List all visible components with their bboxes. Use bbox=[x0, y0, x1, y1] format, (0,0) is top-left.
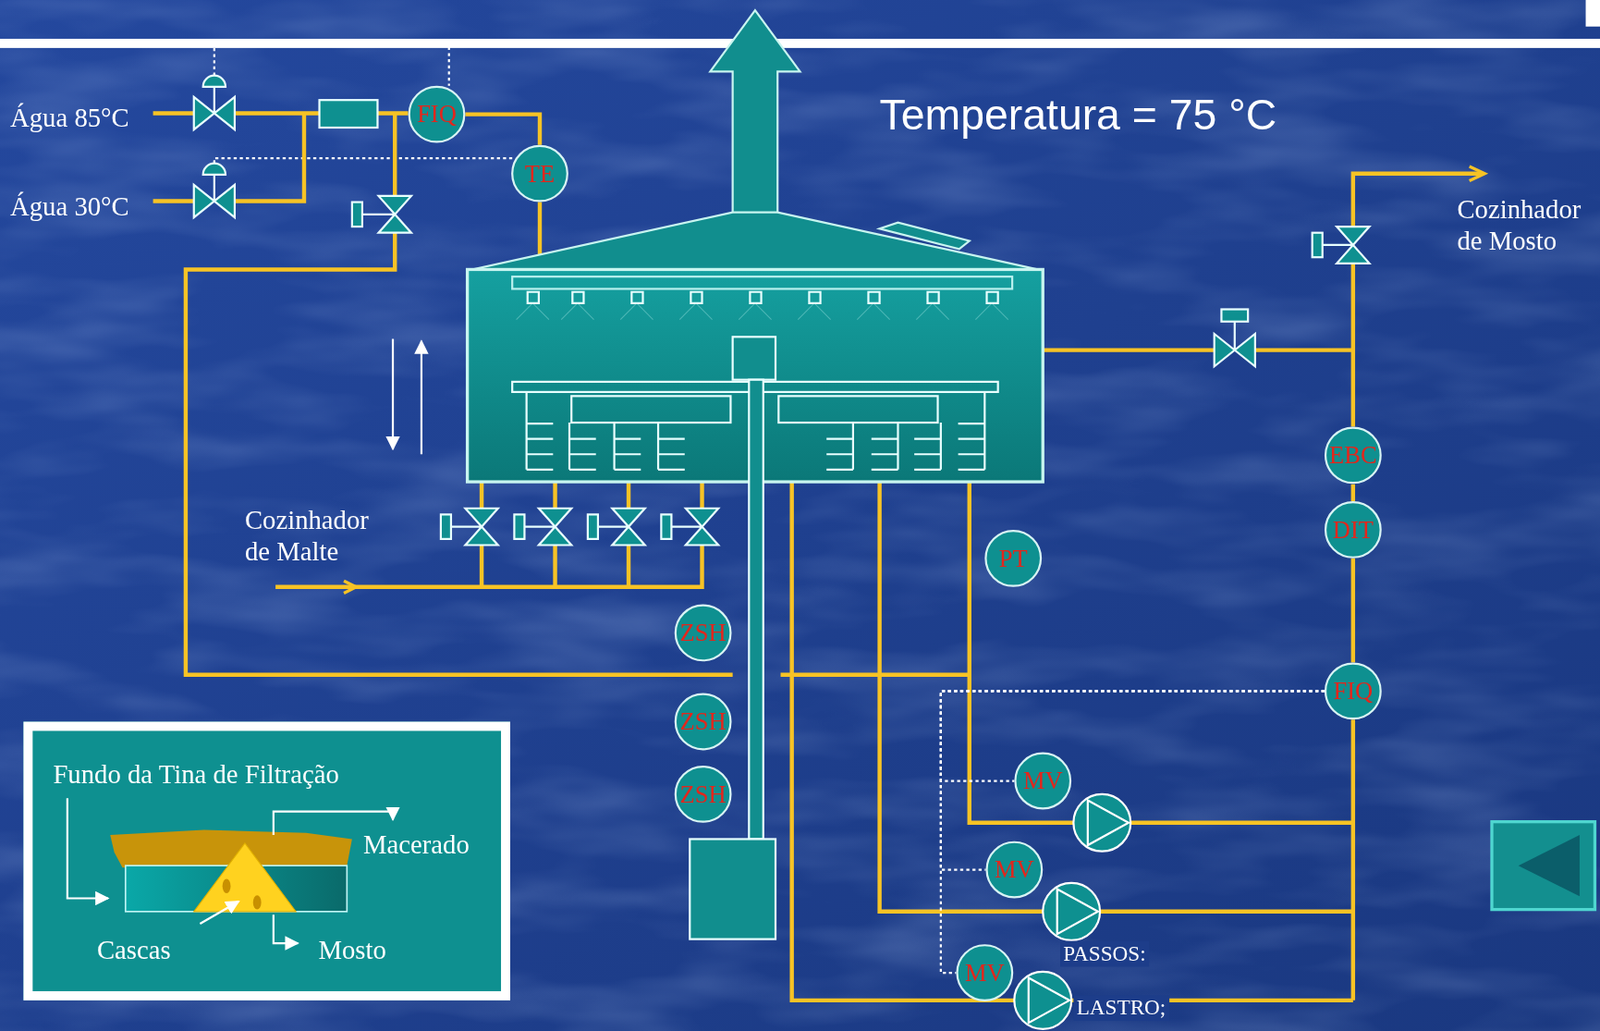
instrument-tag: DIT bbox=[1332, 517, 1374, 542]
panel-heading: Fundo da Tina de Filtração bbox=[52, 758, 481, 790]
instrument-bubble: PT bbox=[984, 529, 1042, 587]
text-label: Cozinhador de Mosto bbox=[1456, 194, 1594, 258]
pump-group bbox=[1013, 793, 1131, 1029]
instrument-bubble: FIQ bbox=[408, 85, 466, 144]
husk-spot bbox=[222, 879, 232, 893]
rake-arm bbox=[571, 395, 731, 423]
pump-symbol bbox=[1042, 882, 1100, 941]
text-label: Temperatura = 75 °C bbox=[879, 89, 1278, 142]
text-label: Macerado bbox=[363, 828, 470, 860]
rake-arm bbox=[778, 395, 938, 423]
leader-arrow bbox=[273, 914, 298, 943]
text-label: LASTRO; bbox=[1073, 994, 1169, 1021]
pump-symbol bbox=[1073, 793, 1131, 852]
vessel-roof bbox=[467, 212, 1044, 271]
top-rule bbox=[0, 38, 1600, 49]
valve-handle bbox=[587, 513, 599, 538]
valve-handle bbox=[352, 202, 363, 227]
signal-line bbox=[940, 690, 1325, 781]
travel-arrow bbox=[420, 341, 423, 455]
instrument-tag: TE bbox=[525, 160, 555, 185]
instrument-tag: FIQ bbox=[1332, 678, 1373, 703]
inset-panel: Fundo da Tina de Filtração bbox=[23, 720, 511, 1000]
instrument-bubble: MV bbox=[985, 841, 1043, 899]
valve-handle bbox=[513, 513, 525, 538]
pump-symbol bbox=[1057, 889, 1099, 935]
valve-handle bbox=[440, 513, 452, 538]
leader-arrow bbox=[67, 797, 109, 898]
valve-group bbox=[194, 75, 1370, 546]
text-label: Cozinhador de Malte bbox=[244, 503, 382, 568]
manual-valve bbox=[598, 508, 646, 546]
instrument-tag: PT bbox=[999, 546, 1028, 571]
text-label: Cascas bbox=[97, 933, 171, 965]
pipe-connector bbox=[1351, 558, 1356, 663]
text-label: Água 30°C bbox=[10, 190, 130, 222]
instrument-bubble: MV bbox=[955, 943, 1014, 1002]
pump-symbol bbox=[1087, 799, 1129, 845]
instrument-tag: ZSH bbox=[680, 708, 727, 733]
pump-symbol bbox=[1028, 977, 1070, 1024]
instrument-tag: MV bbox=[964, 960, 1005, 985]
control-valve bbox=[194, 75, 235, 131]
valve-handle bbox=[660, 513, 672, 538]
text-label: Água 85°C bbox=[10, 101, 130, 134]
instrument-bubble: DIT bbox=[1324, 500, 1382, 559]
instrument-bubble: ZSH bbox=[674, 693, 733, 751]
pipe-connector bbox=[1351, 484, 1356, 501]
corner-mark bbox=[1586, 0, 1600, 27]
drive-shaft bbox=[748, 379, 763, 840]
strainer bbox=[319, 99, 379, 128]
control-valve bbox=[1214, 321, 1256, 367]
text-label: Mosto bbox=[317, 933, 386, 965]
connector-group bbox=[464, 114, 1353, 973]
husk-pile bbox=[194, 842, 296, 912]
spray-fan bbox=[516, 303, 1009, 320]
hub bbox=[732, 336, 776, 379]
instrument-bubble: ZSH bbox=[674, 765, 733, 823]
pump-symbol bbox=[1013, 971, 1072, 1029]
husk-spot bbox=[253, 894, 262, 909]
control-valve bbox=[194, 163, 235, 219]
instrument-bubble: TE bbox=[511, 145, 569, 203]
signal-line bbox=[940, 690, 1325, 973]
inset-ground bbox=[23, 720, 511, 1000]
manual-valve bbox=[524, 508, 572, 546]
valve-handle bbox=[1312, 232, 1323, 257]
drive-motor bbox=[689, 838, 776, 939]
manual-valve bbox=[451, 508, 499, 546]
roof-hatch bbox=[879, 222, 970, 250]
instrument-tag: MV bbox=[1023, 768, 1063, 793]
instrument-tag: ZSH bbox=[680, 620, 727, 645]
instrument-bubble: MV bbox=[1013, 752, 1072, 810]
instrument-bubble: FIQ bbox=[1324, 661, 1382, 720]
back-button bbox=[1491, 821, 1595, 910]
signal-line bbox=[940, 690, 1325, 869]
pipe-connector bbox=[464, 114, 540, 146]
manual-valve bbox=[362, 195, 412, 233]
manual-valve bbox=[671, 508, 719, 546]
text-label: PASSOS: bbox=[1060, 940, 1149, 967]
instrument-tag: FIQ bbox=[416, 101, 457, 126]
travel-arrow bbox=[391, 339, 394, 450]
instrument-tag: MV bbox=[994, 856, 1035, 881]
instrument-tag: ZSH bbox=[680, 781, 727, 807]
spray-nozzle bbox=[527, 292, 999, 304]
instrument-bubble: ZSH bbox=[674, 604, 733, 662]
flow-arrow bbox=[343, 166, 1485, 593]
valve-actuator bbox=[1221, 308, 1248, 321]
signal-line bbox=[214, 40, 515, 163]
spray-bar bbox=[512, 276, 1013, 289]
manual-valve bbox=[1322, 226, 1370, 264]
leader-arrow bbox=[199, 901, 239, 924]
vent-stack bbox=[709, 10, 800, 215]
instrument-tag: EBC bbox=[1329, 442, 1378, 467]
back-button-icon bbox=[1518, 834, 1580, 896]
